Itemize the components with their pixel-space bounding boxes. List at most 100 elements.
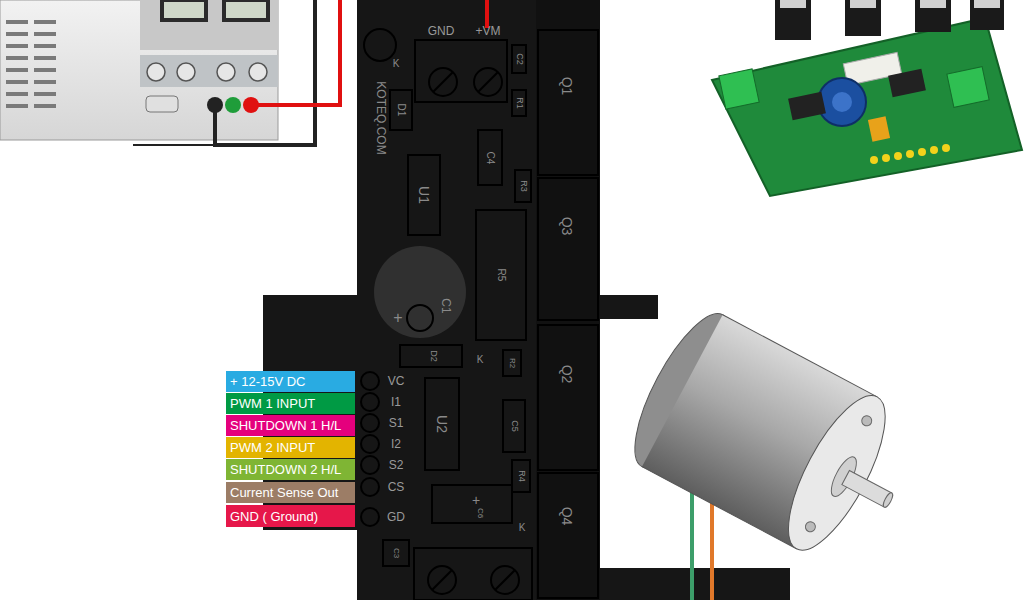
board-photo-part-part	[918, 148, 926, 156]
board-photo-part-part	[974, 0, 1000, 8]
silkscreen-part	[538, 178, 598, 320]
volt-lcd	[226, 2, 266, 18]
board-photo-part	[719, 69, 759, 109]
driver-board-part	[536, 0, 600, 600]
positive-wire	[251, 0, 340, 105]
knob-panel	[140, 55, 278, 87]
silkscreen-part	[415, 40, 507, 102]
vent-slots	[6, 20, 56, 108]
pin-name: S2	[389, 459, 404, 471]
signal-name: Current Sense Out	[230, 485, 338, 500]
header-pins-part	[361, 372, 379, 390]
negative-wire	[215, 0, 315, 145]
motor-body-part	[860, 414, 874, 428]
signal-label-band: GND ( Ground)	[226, 505, 355, 527]
silkscreen-part	[512, 460, 530, 492]
capacitor-c1	[374, 246, 466, 338]
header-pins	[361, 372, 379, 526]
pin-name: I2	[391, 438, 401, 450]
silkscreen-part	[408, 155, 440, 235]
board-photo-part	[947, 67, 989, 108]
silkscreen-part	[433, 72, 453, 92]
display-panel	[140, 0, 278, 50]
board-photo-part	[705, 0, 1024, 197]
silkscreen-part	[428, 566, 456, 594]
capacitor-c1-mark	[407, 305, 433, 331]
vent-slots-part	[34, 32, 56, 36]
silkscreen-part	[538, 30, 598, 175]
silkscreen-part	[538, 473, 598, 598]
power-supply-part	[0, 0, 278, 140]
motor-body-part	[770, 383, 904, 563]
board-photo-part-part	[845, 0, 881, 36]
vent-slots-part	[34, 68, 56, 72]
board-photo-part-part	[942, 144, 950, 152]
polarity-mark: +	[472, 493, 480, 507]
terminal-label: GND	[428, 25, 455, 37]
motor-body	[617, 302, 931, 578]
vm-wire	[485, 0, 489, 28]
silkscreen-part	[414, 548, 532, 600]
driver-board-part	[598, 295, 658, 319]
silkscreen-part	[400, 345, 462, 367]
signal-label-band: Current Sense Out	[226, 482, 355, 503]
part-designator: D1	[396, 104, 406, 117]
part-designator: C4	[485, 152, 495, 165]
silkscreen-part	[429, 68, 457, 96]
silkscreen-part	[491, 566, 519, 594]
part-designator: U1	[417, 186, 431, 204]
header-pins-part	[361, 414, 379, 432]
part-designator: C3	[392, 548, 400, 558]
board-photo-part	[832, 92, 852, 112]
silkscreen-part	[476, 210, 526, 340]
board-photo-part-part	[882, 154, 890, 162]
vent-slots-part	[34, 56, 56, 60]
driver-board-part	[357, 0, 600, 600]
volt-display	[222, 0, 270, 22]
silkscreen-part	[503, 400, 525, 452]
signal-name: PWM 1 INPUT	[230, 396, 315, 411]
knobs-part	[217, 63, 235, 81]
board-photo-part-part	[780, 0, 806, 8]
knobs-part	[147, 63, 165, 81]
silkscreen-part	[512, 90, 526, 116]
motor-body-part	[642, 467, 797, 549]
dc-motor	[617, 302, 931, 600]
ground-line	[133, 144, 215, 146]
vent-slots-part	[34, 92, 56, 96]
part-designator: Q1	[560, 77, 574, 96]
silkscreen-part	[515, 170, 531, 202]
silkscreen-part	[538, 325, 598, 470]
board-photo-part-part	[915, 0, 951, 32]
part-designator: C5	[510, 420, 519, 432]
board-photo-part-part	[870, 156, 878, 164]
part-designator: C2	[515, 53, 524, 65]
vent-slots-part	[6, 80, 28, 84]
silkscreen-part	[478, 130, 502, 185]
vent-slots-part	[6, 56, 28, 60]
signal-label-band: SHUTDOWN 2 H/L	[226, 459, 355, 480]
part-designator: C6	[476, 508, 484, 518]
board-photo-part-part	[906, 150, 914, 158]
motor-body-part	[723, 315, 878, 397]
silkscreen-part	[432, 485, 512, 523]
signal-name: GND ( Ground)	[230, 509, 318, 524]
header-pins-part	[361, 456, 379, 474]
vent-slots-part	[6, 92, 28, 96]
board-photo-part-part	[775, 0, 811, 40]
vent-slots-part	[34, 104, 56, 108]
polarity-mark: K	[477, 355, 484, 365]
board-photo-part	[818, 78, 866, 126]
polarity-mark: +	[393, 310, 402, 326]
silkscreen	[364, 29, 598, 600]
motor-body-part	[804, 520, 818, 534]
board-photo-part	[870, 144, 950, 164]
board-photo-part-part	[920, 0, 946, 8]
vent-slots-part	[6, 68, 28, 72]
vent-slots-part	[34, 80, 56, 84]
polarity-mark: K	[519, 523, 526, 533]
silkscreen-part	[478, 72, 498, 92]
board-maker-mark: KOTEQ.COM	[375, 81, 387, 154]
board-photo-part	[868, 116, 890, 141]
